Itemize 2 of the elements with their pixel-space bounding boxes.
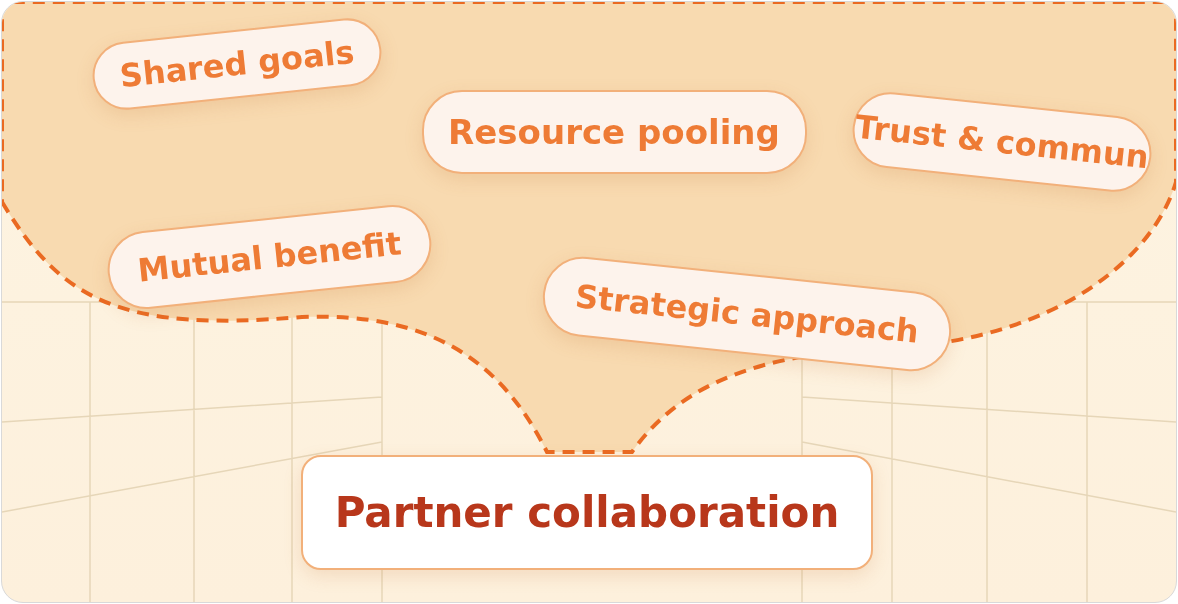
central-box: Partner collaboration	[301, 454, 873, 570]
pill-label: Resource pooling	[421, 90, 807, 174]
